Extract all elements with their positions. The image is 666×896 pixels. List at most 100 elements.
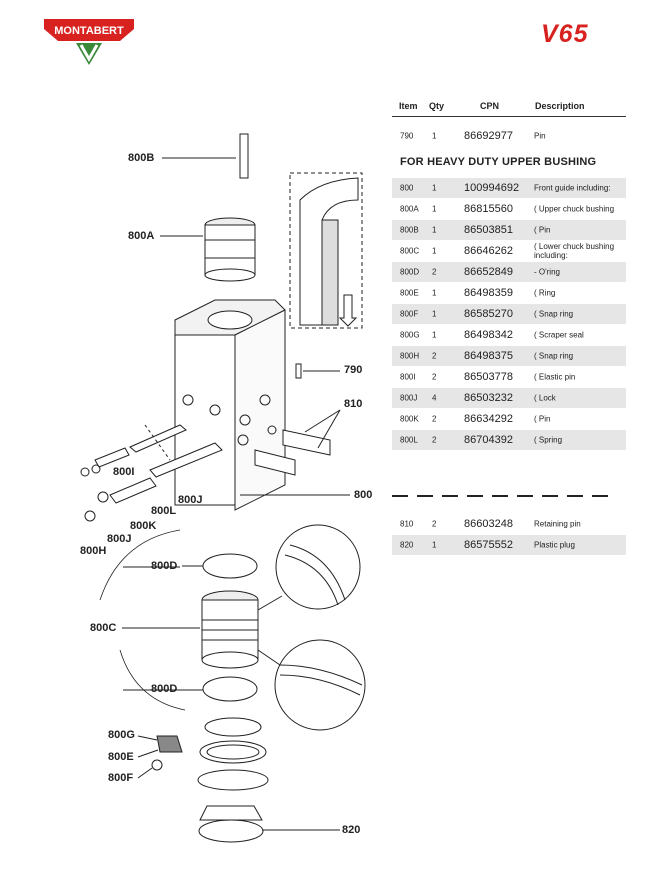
table-header: Item Qty CPN Description: [392, 98, 626, 117]
cell-cpn: 86498342: [464, 329, 513, 341]
cell-cpn: 86498375: [464, 350, 513, 362]
cell-description: ( Lower chuck bushing including:: [534, 242, 615, 260]
callout-810: 810: [344, 398, 363, 410]
cell-cpn: 86704392: [464, 434, 513, 446]
cell-qty: 2: [432, 435, 437, 445]
cell-item: 800F: [400, 309, 419, 319]
model-title: V65: [541, 20, 589, 48]
cell-item: 800G: [400, 330, 420, 340]
cell-cpn: 86603248: [464, 518, 513, 530]
cell-cpn: 86634292: [464, 413, 513, 425]
cell-description: ( Snap ring: [534, 351, 574, 361]
header-description: Description: [535, 101, 585, 111]
callout-800j: 800J: [107, 533, 132, 545]
cell-cpn: 86585270: [464, 308, 513, 320]
callout-800g: 800G: [108, 729, 135, 741]
cell-item: 800K: [400, 414, 419, 424]
part-800d-oring-top: [202, 553, 258, 579]
cell-item: 820: [400, 540, 414, 550]
cell-description: ( Elastic pin: [534, 372, 576, 382]
exploded-diagram: [80, 133, 366, 843]
cell-cpn: 86503851: [464, 224, 513, 236]
callout-800k: 800K: [130, 520, 157, 532]
cell-item: 800L: [400, 435, 418, 445]
callout-800h: 800H: [80, 545, 107, 557]
table-row: 800C 1 86646262 ( Lower chuck bushing inclu…: [392, 241, 626, 261]
table-divider-dashed: [392, 495, 608, 497]
cell-qty: 2: [432, 351, 437, 361]
cell-cpn: 86646262: [464, 245, 513, 257]
callout-800c: 800C: [90, 622, 117, 634]
table-row: 800A 1 86815560 ( Upper chuck bushing: [392, 199, 626, 219]
logo-text: MONTABERT: [54, 25, 124, 37]
cell-description: Retaining pin: [534, 519, 581, 529]
cell-qty: 2: [432, 519, 437, 529]
part-800b-pin: [162, 133, 249, 179]
cell-description: Pin: [534, 131, 546, 141]
header-qty: Qty: [429, 101, 445, 111]
table-row: 800K 2 86634292 ( Pin: [392, 409, 626, 429]
header-item: Item: [399, 101, 418, 111]
part-800d-oring-bottom: [202, 676, 258, 702]
cell-qty: 1: [432, 204, 437, 214]
callout-800e: 800E: [108, 751, 134, 763]
cell-qty: 1: [432, 540, 437, 550]
cell-qty: 1: [432, 183, 437, 193]
cell-description: - O'ring: [534, 267, 560, 277]
callout-800: 800: [354, 489, 373, 501]
zoom-detail-circles: [257, 524, 366, 731]
cell-description: ( Snap ring: [534, 309, 574, 319]
cell-item: 800B: [400, 225, 419, 235]
cell-qty: 2: [432, 372, 437, 382]
part-800c-lower-bushing: [122, 590, 259, 669]
callout-800l: 800L: [151, 505, 177, 517]
cell-cpn: 86815560: [464, 203, 513, 215]
part-800g-800e-800f-rings: [99, 529, 269, 791]
cell-item: 800: [400, 183, 414, 193]
cell-description: ( Lock: [534, 393, 556, 403]
cell-qty: 1: [432, 131, 437, 141]
cell-qty: 2: [432, 414, 437, 424]
part-810-pins: [254, 409, 341, 476]
part-820-plug: [198, 805, 340, 843]
cell-cpn: 86498359: [464, 287, 513, 299]
cell-qty: 4: [432, 393, 437, 403]
cell-item: 800A: [400, 204, 419, 214]
cell-cpn: 86503232: [464, 392, 513, 404]
callout-800j-upper: 800J: [178, 494, 203, 506]
cell-description: Front guide including:: [534, 183, 611, 193]
cell-item: 800C: [400, 246, 420, 256]
cell-description: Plastic plug: [534, 540, 575, 550]
cell-description: ( Upper chuck bushing: [534, 204, 615, 214]
table-row: 790 1 86692977 Pin: [392, 126, 626, 146]
cell-description: ( Pin: [534, 225, 551, 235]
table-row: 800H 2 86498375 ( Snap ring: [392, 346, 626, 366]
callout-790: 790: [344, 364, 363, 376]
cell-qty: 2: [432, 267, 437, 277]
cell-item: 810: [400, 519, 414, 529]
detail-inset-top: [289, 172, 363, 329]
cell-qty: 1: [432, 225, 437, 235]
callout-800f: 800F: [108, 772, 134, 784]
callout-800a: 800A: [128, 230, 155, 242]
table-row: 810 2 86603248 Retaining pin: [392, 514, 626, 534]
section-title: FOR HEAVY DUTY UPPER BUSHING: [400, 156, 597, 168]
cell-qty: 1: [432, 246, 437, 256]
callout-820: 820: [342, 824, 361, 836]
callout-800d-bottom: 800D: [151, 683, 178, 695]
cell-qty: 1: [432, 309, 437, 319]
callout-800i: 800I: [113, 466, 135, 478]
montabert-logo: MONTABERT: [40, 15, 138, 67]
callout-800b: 800B: [128, 152, 155, 164]
cell-cpn: 86692977: [464, 130, 513, 142]
cell-description: ( Spring: [534, 435, 563, 445]
cell-item: 800H: [400, 351, 420, 361]
cell-description: ( Pin: [534, 414, 551, 424]
part-790-pin: [295, 363, 340, 379]
